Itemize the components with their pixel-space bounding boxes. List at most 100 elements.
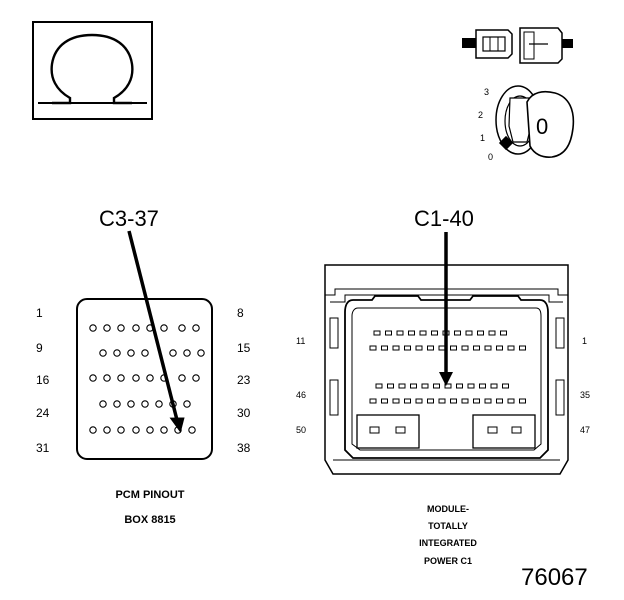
pcm-pin <box>160 426 168 434</box>
module-pin <box>479 383 486 389</box>
pcm-row-end-38: 38 <box>237 441 251 455</box>
pcm-caption-line2: BOX 8815 <box>124 514 176 526</box>
module-pin <box>385 330 392 336</box>
pcm-pin <box>141 400 149 408</box>
module-pin <box>442 330 450 336</box>
module-pin <box>427 345 434 351</box>
pcm-pin <box>103 324 111 332</box>
module-pin <box>456 383 463 389</box>
module-pin <box>404 398 411 404</box>
module-pin <box>369 345 377 351</box>
module-pin <box>404 345 411 351</box>
module-pin <box>438 398 446 404</box>
pcm-pin <box>117 426 125 434</box>
module-pin <box>381 398 388 404</box>
module-pin <box>490 383 498 389</box>
module-pin <box>484 398 492 404</box>
pcm-pin <box>160 324 168 332</box>
module-pin <box>415 398 423 404</box>
module-pin <box>421 383 429 389</box>
module-pin <box>465 330 473 336</box>
module-caption-line4: POWER C1 <box>423 556 472 566</box>
module-pin <box>461 398 469 404</box>
module-pin <box>444 383 452 389</box>
pcm-pin <box>89 426 97 434</box>
pcm-pin <box>146 324 154 332</box>
module-right-label-47: 47 <box>580 425 591 435</box>
pcm-pin <box>89 374 97 382</box>
module-left-label-46: 46 <box>296 390 307 400</box>
module-pin <box>387 383 394 389</box>
pcm-row-start-24: 24 <box>36 406 50 420</box>
module-pin <box>467 383 475 389</box>
pcm-pin <box>183 349 191 357</box>
module-left-label-50: 50 <box>296 425 307 435</box>
module-pin <box>507 345 515 351</box>
pcm-row-end-15: 15 <box>237 341 251 355</box>
pcm-pin <box>141 349 149 357</box>
pcm-pin <box>89 324 97 332</box>
pcm-row-start-16: 16 <box>36 373 50 387</box>
module-pin <box>410 383 417 389</box>
module-pin <box>496 345 503 351</box>
module-right-label-1: 1 <box>582 336 588 346</box>
pcm-pin <box>197 349 205 357</box>
pcm-pin <box>146 426 154 434</box>
module-pin <box>488 330 496 336</box>
module-pin <box>419 330 427 336</box>
pcm-pin <box>113 400 121 408</box>
pcm-caption-line1: PCM PINOUT <box>115 489 185 501</box>
ignition-position-0: 0 <box>488 152 494 162</box>
module-pin <box>408 330 415 336</box>
module-pin <box>369 398 377 404</box>
module-caption-line1: MODULE- <box>427 504 469 514</box>
pcm-pin <box>169 349 177 357</box>
pcm-row-start-9: 9 <box>36 341 43 355</box>
pcm-pin <box>103 374 111 382</box>
pcm-pin <box>127 400 135 408</box>
module-left-label-11: 11 <box>296 336 306 346</box>
module-pin <box>375 383 383 389</box>
ignition-position-2: 2 <box>478 110 484 120</box>
pcm-pin-label: C3-37 <box>99 206 159 231</box>
pcm-pin <box>169 400 177 408</box>
pcm-pin <box>178 374 186 382</box>
module-pin <box>477 330 484 336</box>
module-pin <box>450 398 457 404</box>
pcm-pin <box>132 324 140 332</box>
ignition-position-3: 3 <box>484 87 490 97</box>
module-pin <box>502 383 509 389</box>
pcm-pin <box>113 349 121 357</box>
module-pin-label: C1-40 <box>414 206 474 231</box>
module-pin <box>473 398 480 404</box>
pcm-pin <box>99 400 107 408</box>
module-caption-line2: TOTALLY <box>428 521 468 531</box>
pcm-pin <box>117 324 125 332</box>
module-pin <box>427 398 434 404</box>
pcm-pin <box>127 349 135 357</box>
pcm-pin <box>155 400 163 408</box>
pcm-pin <box>183 400 191 408</box>
pcm-pin <box>178 324 186 332</box>
pcm-pin <box>146 374 154 382</box>
module-pin <box>415 345 423 351</box>
module-pin <box>392 345 400 351</box>
pcm-row-end-8: 8 <box>237 306 244 320</box>
module-pin <box>473 345 480 351</box>
module-pin <box>396 330 404 336</box>
pcm-pin <box>103 426 111 434</box>
pcm-pin <box>132 426 140 434</box>
module-right-label-35: 35 <box>580 390 591 400</box>
pcm-pin <box>188 426 196 434</box>
module-pin <box>519 398 526 404</box>
pcm-pin <box>192 324 200 332</box>
pcm-pin <box>99 349 107 357</box>
pcm-row-end-30: 30 <box>237 406 251 420</box>
pcm-pin <box>132 374 140 382</box>
module-pin <box>398 383 406 389</box>
ignition-key-label: 0 <box>536 114 549 139</box>
